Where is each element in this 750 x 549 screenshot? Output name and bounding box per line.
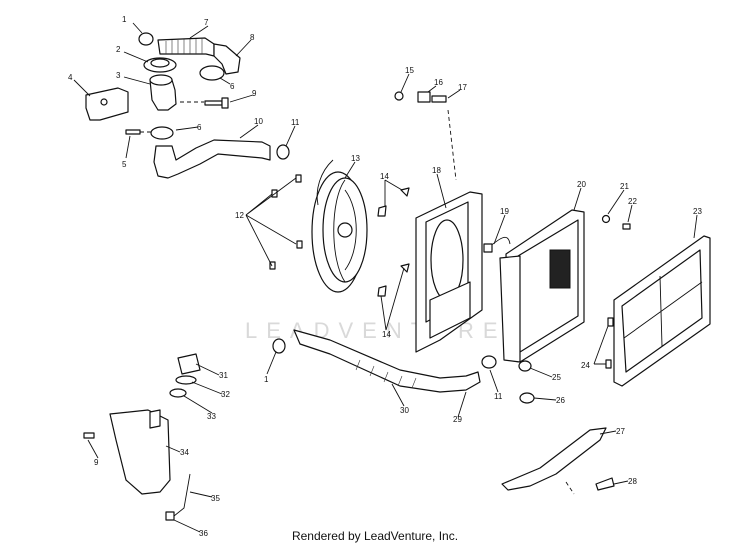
callout-label: 3 — [116, 71, 121, 80]
callout-label: 19 — [500, 207, 509, 216]
fan-assembly — [269, 159, 410, 297]
callout-label: 35 — [211, 494, 220, 503]
radiator — [483, 209, 631, 404]
coolant-reservoir — [83, 353, 201, 521]
fan-shroud — [415, 191, 483, 353]
callout-label: 6 — [197, 123, 202, 132]
callout-label: 9 — [94, 458, 99, 467]
callout-label: 7 — [204, 18, 209, 27]
callout-label: 31 — [219, 371, 228, 380]
callout-label: 18 — [432, 166, 441, 175]
callout-label: 30 — [400, 406, 409, 415]
callout-label: 5 — [122, 160, 127, 169]
callout-label: 21 — [620, 182, 629, 191]
footer-credit: Rendered by LeadVenture, Inc. — [291, 529, 459, 543]
callout-label: 24 — [581, 361, 590, 370]
callout-label: 2 — [116, 45, 121, 54]
callout-label: 27 — [616, 427, 625, 436]
leader-lines — [73, 22, 698, 533]
callout-label: 23 — [693, 207, 702, 216]
callout-label: 22 — [628, 197, 637, 206]
callout-label: 15 — [405, 66, 414, 75]
callout-label: 14 — [380, 172, 389, 181]
radiator-screen — [605, 235, 711, 387]
callout-label: 13 — [351, 154, 360, 163]
callout-label: 14 — [382, 330, 391, 339]
callout-label: 32 — [221, 390, 230, 399]
callout-label: 20 — [577, 180, 586, 189]
lower-hose — [272, 329, 497, 393]
callout-label: 11 — [494, 392, 503, 401]
callout-label: 28 — [628, 477, 637, 486]
callout-label: 25 — [552, 373, 561, 382]
callout-label: 34 — [180, 448, 189, 457]
upper-hose-assembly — [85, 32, 290, 179]
callout-label: 6 — [230, 82, 235, 91]
callout-label: 11 — [291, 118, 300, 127]
callout-label: 26 — [556, 396, 565, 405]
callout-label: 12 — [235, 211, 244, 220]
callout-label: 36 — [199, 529, 208, 538]
callout-label: 1 — [264, 375, 269, 384]
temp-sensor-parts — [394, 91, 457, 181]
callout-label: 10 — [254, 117, 263, 126]
callout-label: 29 — [453, 415, 462, 424]
callout-label: 8 — [250, 33, 255, 42]
callout-label: 4 — [68, 73, 73, 82]
mounting-bracket — [501, 427, 615, 495]
callout-labels: 1 7 8 2 6 3 9 4 6 5 10 11 13 15 16 17 12… — [68, 15, 702, 538]
callout-label: 33 — [207, 412, 216, 421]
callout-label: 17 — [458, 83, 467, 92]
callout-label: 16 — [434, 78, 443, 87]
callout-label: 9 — [252, 89, 257, 98]
callout-label: 1 — [122, 15, 127, 24]
